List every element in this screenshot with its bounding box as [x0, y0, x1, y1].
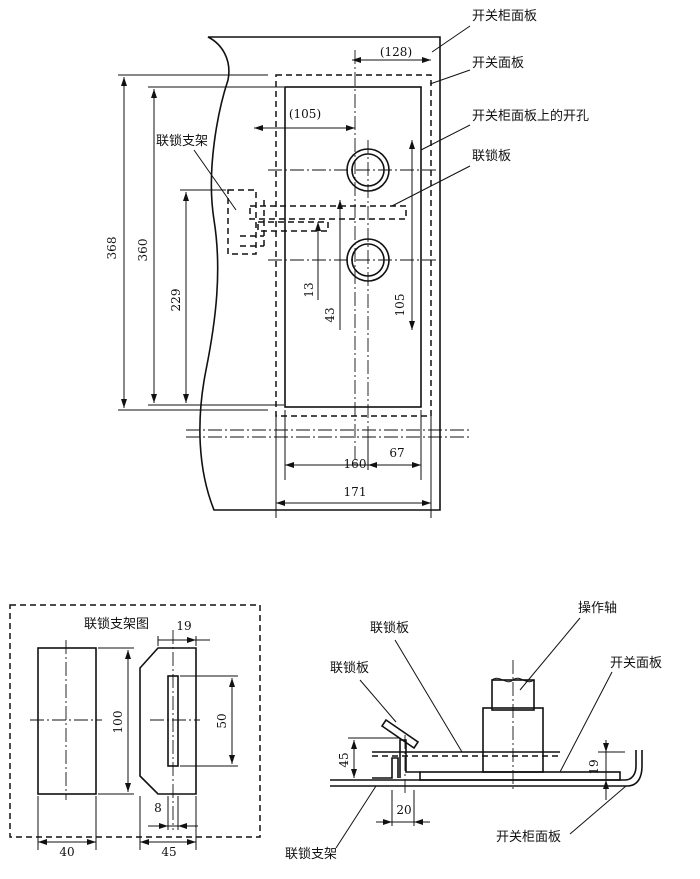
dim-13: 13	[302, 282, 316, 297]
panel-hole-outline	[284, 86, 422, 408]
dim-67: 67	[389, 446, 404, 460]
bracket-detail-view: 联锁支架图 100 40 19 50	[9, 604, 261, 859]
front-view: 368 360 229 13 43 105 (128)	[105, 9, 589, 518]
tilted-interlock-plate	[380, 718, 420, 750]
label-operating-shaft: 操作轴	[578, 600, 617, 616]
dim-19-section: 19	[587, 759, 601, 774]
dim-171: 171	[344, 485, 367, 499]
dim-19: 19	[176, 619, 191, 633]
dim-50: 50	[215, 713, 229, 728]
cabinet-panel-outline	[199, 36, 441, 511]
dim-368: 368	[105, 237, 119, 260]
label-cabinet-panel: 开关柜面板	[472, 9, 537, 24]
switch-panel-outline	[275, 74, 432, 417]
bracket-drawing-title: 联锁支架图	[84, 616, 149, 632]
bracket-side-view	[37, 647, 97, 795]
section-view: 45 20 19 联锁板 联锁板 操作轴 开关面板 联锁支架 开关柜面板	[285, 600, 662, 862]
dim-229: 229	[169, 289, 183, 312]
interlock-bracket-dashed	[227, 189, 257, 255]
dim-40: 40	[59, 845, 74, 859]
cabinet-panel-section	[330, 750, 637, 781]
label-interlock-plate-b1: 联锁板	[370, 620, 409, 636]
label-switch-panel-b: 开关面板	[610, 656, 662, 671]
dim-105-vertical: 105	[393, 294, 407, 317]
dim-360: 360	[136, 239, 150, 262]
label-bracket-b: 联锁支架	[285, 846, 337, 862]
dim-45-section: 45	[337, 752, 351, 767]
label-interlock-bracket: 联锁支架	[156, 133, 208, 149]
dim-8: 8	[154, 801, 162, 815]
dim-43: 43	[323, 307, 337, 322]
dim-128: (128)	[380, 45, 412, 59]
dim-105-paren: (105)	[289, 107, 321, 121]
dim-20: 20	[396, 803, 411, 817]
bracket-detail-frame	[9, 604, 261, 838]
dim-100: 100	[111, 711, 125, 734]
label-interlock-plate-b2: 联锁板	[330, 660, 369, 676]
dim-160: 160	[344, 457, 367, 471]
interlock-plate-dashed	[249, 205, 407, 220]
label-panel-hole: 开关柜面板上的开孔	[472, 108, 589, 124]
dim-45-bracket: 45	[161, 845, 176, 859]
label-interlock-plate: 联锁板	[472, 148, 511, 164]
bracket-section	[372, 757, 399, 779]
label-cabinet-panel-b: 开关柜面板	[496, 830, 561, 845]
bracket-front-view	[139, 647, 197, 795]
label-switch-panel: 开关面板	[472, 56, 524, 71]
